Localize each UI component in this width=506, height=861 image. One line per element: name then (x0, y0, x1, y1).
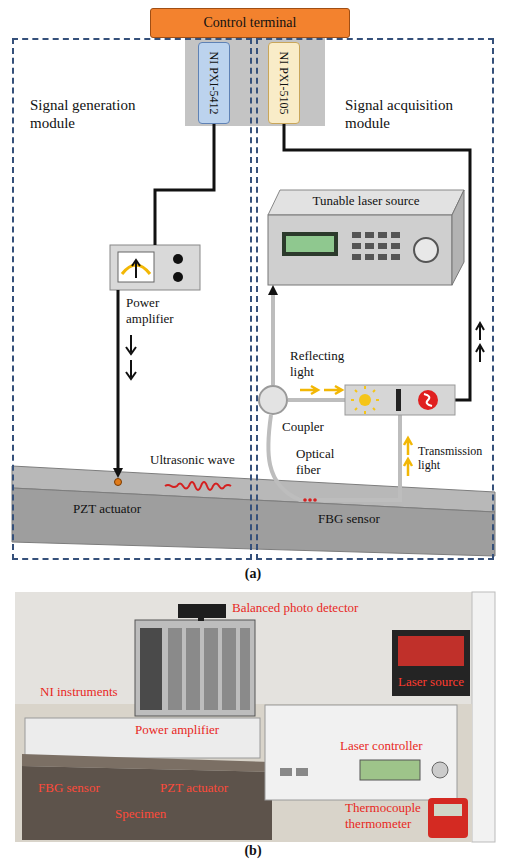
connector (113, 290, 123, 478)
figure-label: FBG sensor (38, 780, 100, 796)
meter-needle (132, 260, 140, 278)
arrow-head (113, 468, 123, 478)
figure-label: PZT actuator (160, 780, 228, 796)
coupler-circle: Coupler (258, 385, 288, 415)
node-text: Control terminal (204, 15, 297, 32)
amplifier-body (110, 245, 200, 290)
laser-knob (414, 238, 438, 262)
photo-detector (345, 385, 455, 415)
signal-arrow (126, 360, 136, 379)
laser-display (282, 232, 338, 256)
connector-line (271, 293, 275, 385)
laser-source-box: Tunable laser source (268, 190, 464, 285)
laser-top (268, 190, 464, 215)
detector-bar (396, 389, 401, 411)
actuator-dot: PZT actuator (114, 478, 122, 486)
node-text: Signal acquisition module (345, 96, 473, 132)
signal-wire (284, 124, 470, 400)
fbg-grating (303, 498, 317, 502)
rail-web (12, 488, 495, 556)
node-text: PZT actuator (71, 501, 143, 517)
figure-label: FBG sensor (316, 511, 382, 527)
laser-display (286, 236, 334, 252)
terminal-box: Control terminal (150, 8, 350, 38)
light-symbol (351, 386, 379, 414)
figure-label: Balanced photo detector (232, 600, 358, 616)
figure-label: NI instruments (40, 684, 118, 700)
figure-label: (b) (0, 843, 506, 860)
figure-label: Laser source (398, 674, 464, 690)
figure-label: Laser controller (340, 738, 423, 754)
amplifier-knob (173, 272, 183, 282)
setup-photo (15, 592, 495, 842)
arrow-head (268, 285, 278, 295)
figure-label: Optical fiber (296, 446, 351, 477)
figure-label: Transmission light (418, 444, 492, 473)
node-text: NI PXI-5105 (277, 52, 291, 115)
amplifier-knob (173, 254, 183, 264)
light-arrow (404, 438, 412, 455)
light-arrow (404, 459, 412, 476)
figure-label: Specimen (115, 806, 166, 822)
node-text: Tunable laser source (312, 193, 419, 209)
node-text: Coupler (282, 419, 324, 435)
amplifier-box: Power amplifier (110, 245, 200, 290)
light-arrow (324, 386, 342, 394)
signal-arrow (476, 345, 484, 362)
connector-line (155, 124, 214, 245)
instrument-panel (185, 38, 325, 126)
connector (268, 285, 278, 385)
node-text: Signal generation module (30, 96, 152, 132)
connector (155, 124, 214, 245)
laser-front (268, 215, 452, 285)
figure-label: Reflecting light (290, 348, 352, 379)
instrument-card: NI PXI-5105 (268, 42, 300, 124)
light-arrow (300, 386, 318, 394)
light-symbol (359, 394, 371, 406)
detector-symbol (424, 394, 432, 406)
optical-fiber (268, 415, 400, 500)
ultrasonic-wave (165, 482, 231, 490)
module-region: Signal acquisition module NI PXI-5105Tuna… (256, 38, 494, 560)
node-text: NI PXI-5412 (207, 52, 221, 115)
detector-symbol (418, 390, 438, 410)
module-region: Signal generation module NI PXI-5412Power… (12, 38, 252, 560)
figure-label: (a) (0, 566, 506, 583)
amplifier-meter (118, 252, 154, 282)
laser-keypad (352, 232, 400, 260)
figure-label: Power amplifier (135, 722, 219, 738)
optical-fiber (288, 398, 345, 402)
node-text: Power amplifier (126, 295, 188, 326)
instrument-card: NI PXI-5412 (198, 42, 230, 124)
connector-line (117, 290, 120, 470)
signal-arrow (126, 335, 136, 354)
figure-label: Thermocouple thermometer (345, 800, 427, 831)
laser-side (452, 190, 464, 285)
figure-label: Ultrasonic wave (150, 452, 235, 468)
signal-arrow (476, 323, 484, 340)
